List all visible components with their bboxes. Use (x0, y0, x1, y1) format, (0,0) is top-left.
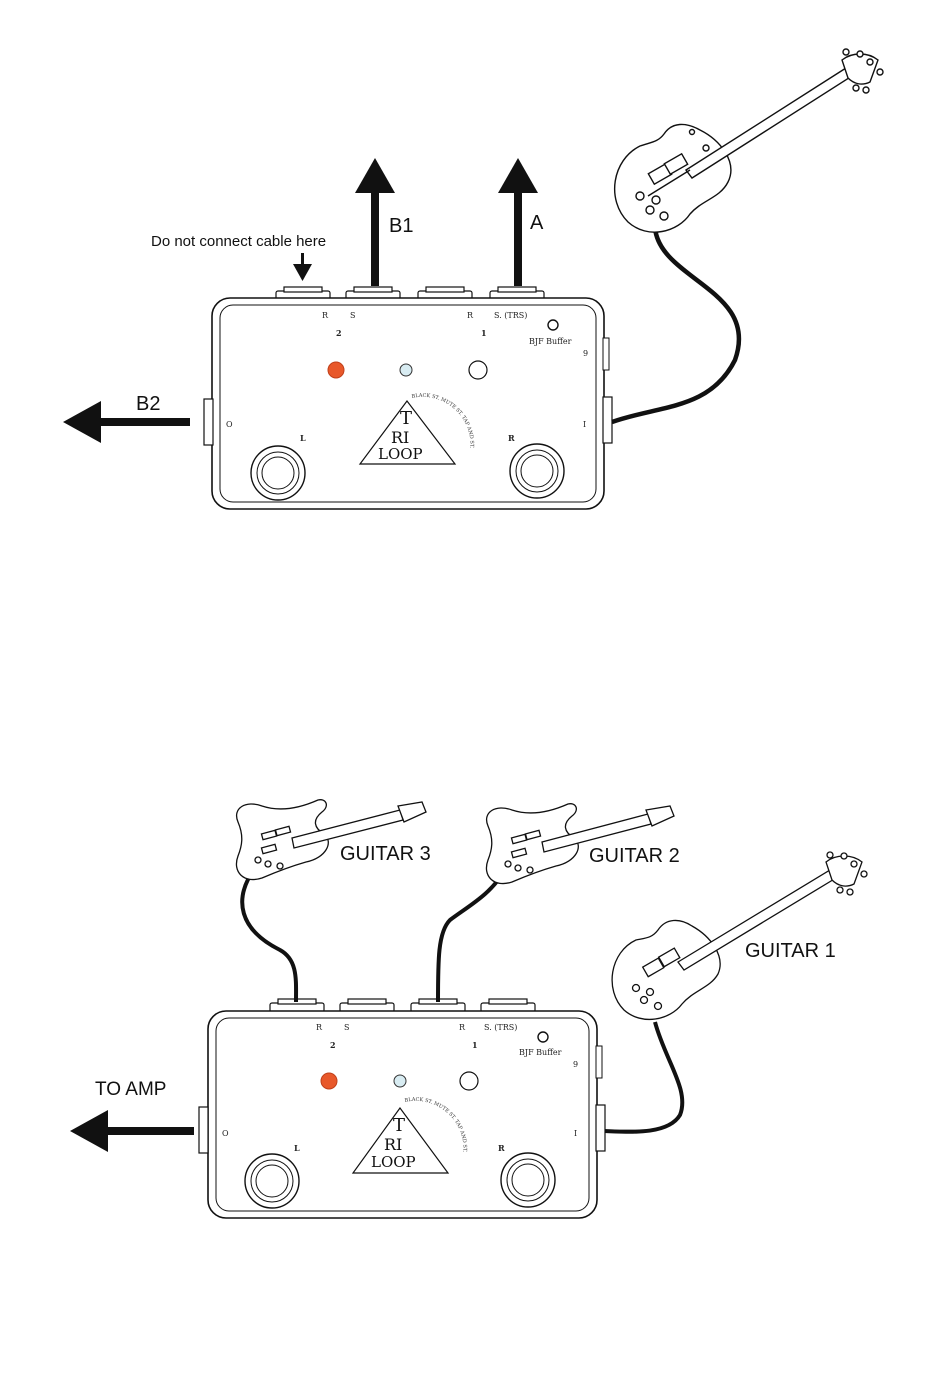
loop-label-1-bottom: 1 (472, 1040, 478, 1050)
les-paul-guitar-1-icon (612, 852, 867, 1019)
footswitch-label-left-bottom: L (294, 1143, 300, 1153)
diagram-top: R S 2 R S. (TRS) 1 BJF Buffer 9 O I T RI… (63, 49, 883, 509)
top-jacks-bottom (270, 999, 535, 1012)
jack-label-s1-bottom: S. (TRS) (484, 1023, 517, 1032)
svg-text:T: T (393, 1115, 405, 1136)
label-guitar-2: GUITAR 2 (589, 845, 680, 867)
arrow-note (293, 253, 312, 281)
strat-guitar-2-icon (486, 804, 674, 884)
jack-label-r1-bottom: R (459, 1023, 466, 1032)
svg-text:LOOP: LOOP (378, 445, 423, 463)
jack-label-r1: R (467, 311, 474, 320)
footswitch-left (251, 446, 305, 500)
footswitch-right (510, 444, 564, 498)
loop-label-1: 1 (481, 328, 487, 338)
input-label-bottom: I (574, 1129, 577, 1138)
loop-label-2: 2 (336, 328, 342, 338)
cable-guitar3-to-loop2 (242, 868, 296, 1002)
label-a: A (530, 212, 544, 234)
svg-text:T: T (400, 408, 412, 429)
cable-guitar2-to-loop1 (438, 870, 505, 1002)
cable-guitar-to-input (612, 228, 739, 422)
buffer-label-bottom: BJF Buffer (519, 1048, 562, 1057)
output-label-bottom: O (222, 1129, 229, 1138)
jack-label-r2: R (322, 311, 329, 320)
diagram-bottom: R S 2 R S. (TRS) 1 BJF Buffer 9 O I T RI… (70, 800, 867, 1218)
arrow-b2 (63, 401, 190, 443)
buffer-led (548, 320, 558, 330)
buffer-led-bottom (538, 1032, 548, 1042)
buffer-label: BJF Buffer (529, 337, 572, 346)
svg-text:RI: RI (384, 1135, 402, 1154)
power-label: 9 (583, 349, 588, 358)
jack-label-s2-bottom: S (344, 1023, 349, 1032)
les-paul-guitar-icon (615, 49, 883, 232)
svg-text:LOOP: LOOP (371, 1153, 416, 1171)
label-to-amp: TO AMP (95, 1079, 166, 1100)
footswitch-label-left: L (300, 433, 306, 443)
cable-guitar1-to-input (605, 1022, 682, 1132)
jack-label-s1: S. (TRS) (494, 311, 527, 320)
footswitch-label-right: R (508, 433, 515, 443)
label-guitar-3: GUITAR 3 (340, 843, 431, 865)
label-b2: B2 (136, 393, 160, 415)
note-do-not-connect: Do not connect cable here (151, 233, 326, 250)
label-b1: B1 (389, 215, 413, 237)
led-blue-bottom (394, 1075, 406, 1087)
jack-label-r2-bottom: R (316, 1023, 323, 1032)
jack-label-s2: S (350, 311, 355, 320)
led-red-bottom (321, 1073, 337, 1089)
footswitch-right-bottom (501, 1153, 555, 1207)
power-label-bottom: 9 (573, 1060, 578, 1069)
input-label: I (583, 420, 586, 429)
loop-label-2-bottom: 2 (330, 1040, 336, 1050)
led-white-bottom (460, 1072, 478, 1090)
arrow-to-amp (70, 1110, 194, 1152)
led-red (328, 362, 344, 378)
led-blue (400, 364, 412, 376)
footswitch-left-bottom (245, 1154, 299, 1208)
label-guitar-1: GUITAR 1 (745, 940, 836, 962)
led-white (469, 361, 487, 379)
footswitch-label-right-bottom: R (498, 1143, 505, 1153)
output-label: O (226, 420, 233, 429)
strat-guitar-3-icon (236, 800, 426, 880)
